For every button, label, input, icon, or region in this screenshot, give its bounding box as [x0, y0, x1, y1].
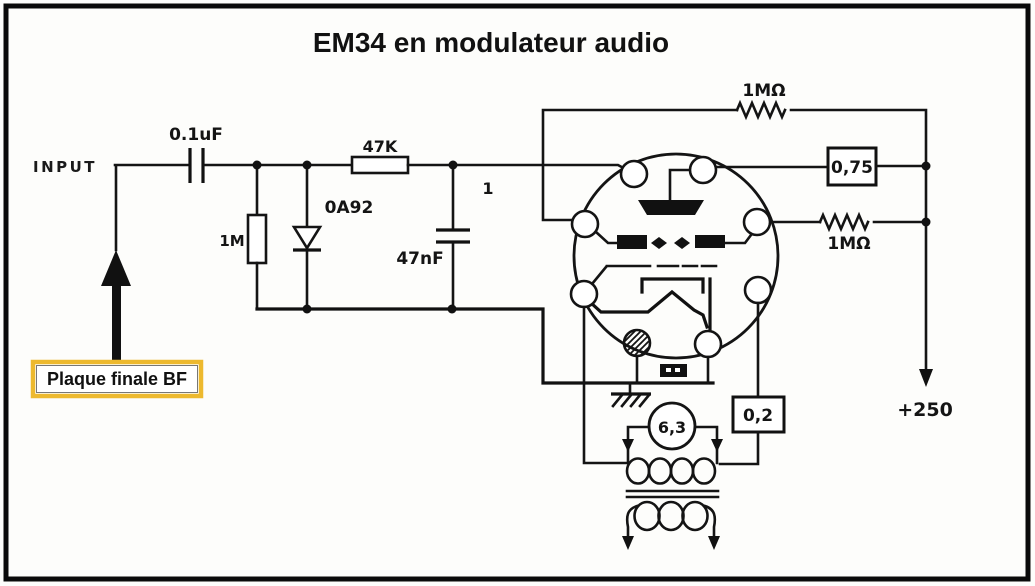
series-resistor-47k: 47K: [350, 137, 410, 175]
primary-lead: [703, 504, 717, 539]
input-section: INPUT 0.1uF 1M 0A92 47K: [33, 125, 631, 311]
shunt-resistor-label: 1M: [219, 232, 244, 250]
coupling-capacitor-label: 0.1uF: [169, 125, 223, 145]
series-resistor-label: 47K: [363, 137, 398, 156]
diode-label: 0A92: [325, 198, 374, 218]
supply-label: +250: [897, 399, 953, 421]
primary-winding: [622, 500, 720, 550]
filter-capacitor-label: 47nF: [396, 249, 443, 269]
cathode-bracket: [640, 277, 705, 294]
callout-label: Plaque finale BF: [47, 369, 187, 389]
winding-loop: [681, 500, 709, 532]
callout-box-inner-border: [36, 365, 198, 393]
deflection-electrode: [617, 235, 647, 249]
winding-loop: [657, 500, 685, 532]
tube-base-key: [660, 364, 687, 377]
tube-pin: [742, 207, 772, 237]
current-arrow: [711, 439, 723, 452]
grid-resistor-zigzag: [818, 211, 870, 233]
junction-dot: [921, 217, 931, 227]
em34-tube: [569, 152, 780, 377]
feedback-resistor-label: 1MΩ: [742, 81, 785, 101]
transformer-core: [625, 489, 720, 499]
junction-dot: [302, 160, 312, 170]
ground-hatching: [611, 393, 651, 408]
ground-symbol: [611, 381, 651, 408]
junction-dot: [448, 160, 458, 170]
resistor-body: [246, 213, 268, 265]
ground-bus: [255, 304, 715, 408]
junction-dot: [252, 160, 262, 170]
target-branch: 0,75: [712, 146, 931, 187]
junction-dot: [447, 304, 457, 314]
shunt-resistor-1m: 1M: [219, 163, 268, 311]
callout-box: [30, 359, 204, 399]
electrode-lead: [594, 230, 619, 245]
transformer: [622, 457, 720, 550]
deflection-marker: [674, 237, 690, 249]
schematic-title: EM34 en modulateur audio: [313, 27, 669, 58]
callout-arrow-head: [101, 250, 131, 286]
diode-triangle: [291, 225, 323, 251]
tube-pin: [570, 209, 600, 239]
coupling-capacitor: 0.1uF: [169, 125, 223, 183]
grid-resistor-label: 1MΩ: [827, 234, 870, 254]
wire-to-tube: [406, 163, 631, 173]
target-box-label: 0,75: [831, 158, 873, 178]
feedback-loop: 1MΩ +250: [541, 81, 953, 421]
supply-rail: [789, 108, 928, 371]
heater-voltage-label: 6,3: [658, 418, 686, 437]
current-arrow: [622, 439, 634, 452]
junction-dot: [921, 161, 931, 171]
tube-pin: [619, 159, 649, 189]
winding-loop: [691, 457, 717, 485]
diode-0a92: 0A92: [291, 163, 374, 311]
grid-branch: 1MΩ: [767, 211, 931, 254]
ground-bus-wire: [255, 307, 715, 385]
heater-section: 0,2 6,3: [582, 301, 786, 466]
winding-loop: [647, 457, 673, 485]
feedback-wire: [541, 108, 739, 222]
callout: Plaque finale BF: [30, 250, 204, 399]
tube-pin: [688, 155, 718, 185]
secondary-winding: [625, 457, 717, 485]
filter-capacitor-47nf: 47nF: [396, 163, 470, 311]
junction-dot: [302, 304, 312, 314]
tube-pin: [569, 279, 599, 309]
frame-border: [3, 3, 1031, 582]
resistor-body: [350, 155, 410, 175]
feedback-resistor-zigzag: [735, 99, 787, 121]
deflection-marker: [651, 237, 667, 249]
tube-pin-keyed: [622, 328, 652, 358]
tube-base-mark: [675, 368, 680, 372]
supply-arrow-head: [919, 369, 933, 387]
anode-box-label: 0,2: [743, 406, 773, 426]
tube-envelope: [572, 152, 780, 360]
tube-pin: [693, 329, 723, 359]
primary-lead: [625, 504, 639, 539]
winding-loop: [669, 457, 695, 485]
target-stem-wire: [668, 168, 693, 203]
tube-pin: [743, 275, 773, 305]
node-1-label: 1: [482, 179, 493, 198]
input-label: INPUT: [33, 158, 97, 176]
electrode-lead: [723, 229, 756, 245]
heater-return-wire: [582, 305, 629, 465]
winding-loop: [625, 457, 651, 485]
heater-filament: [587, 289, 710, 330]
lead-arrow: [708, 536, 720, 550]
grid-lead: [590, 265, 608, 286]
lead-arrow: [622, 536, 634, 550]
callout-arrow-shaft: [112, 284, 121, 362]
wire: [718, 430, 760, 466]
deflection-electrode: [695, 235, 725, 248]
target-electrode: [638, 200, 704, 215]
tube-base-mark: [666, 368, 671, 372]
